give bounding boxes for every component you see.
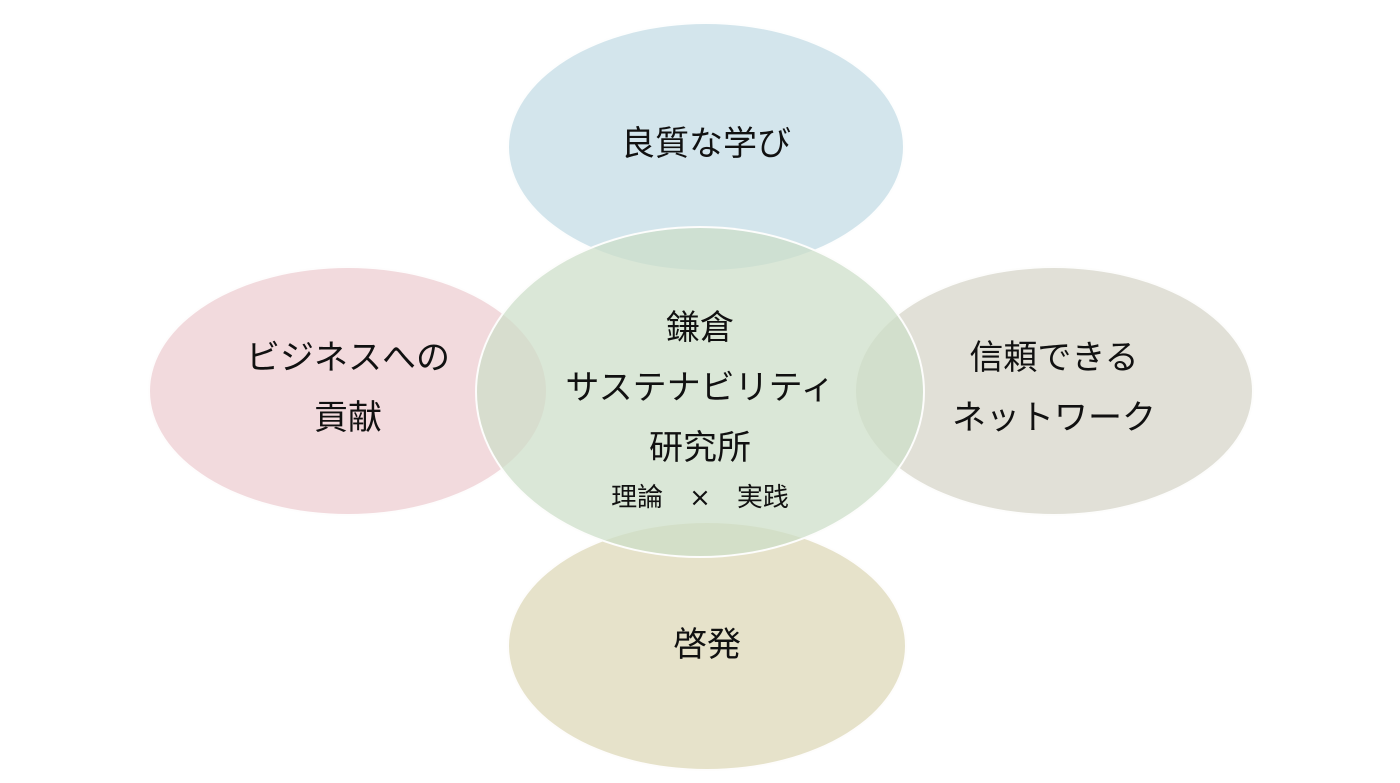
top-label: 良質な学び xyxy=(507,114,905,174)
bottom-ellipse xyxy=(507,521,907,771)
center-label: 鎌倉 サステナビリティ 研究所 理論 × 実践 xyxy=(475,298,925,518)
right-label-line-1: 信頼できる xyxy=(969,338,1139,378)
right-label-line-2: ネットワーク xyxy=(952,398,1156,438)
left-label-line-2: 貢献 xyxy=(314,398,382,438)
center-label-line-1: 鎌倉 xyxy=(666,308,734,348)
center-label-line-3: 研究所 xyxy=(649,428,751,468)
center-label-line-2: サステナビリティ xyxy=(565,368,835,408)
top-label-line-1: 良質な学び xyxy=(621,124,791,164)
bottom-label-line-1: 啓発 xyxy=(673,625,741,665)
bottom-label: 啓発 xyxy=(507,615,907,675)
center-ellipse xyxy=(475,226,925,558)
right-label: 信頼できる ネットワーク xyxy=(854,328,1254,448)
left-label-line-1: ビジネスへの xyxy=(246,338,450,378)
center-subtitle: 理論 × 実践 xyxy=(611,483,789,513)
left-label: ビジネスへの 貢献 xyxy=(148,328,548,448)
